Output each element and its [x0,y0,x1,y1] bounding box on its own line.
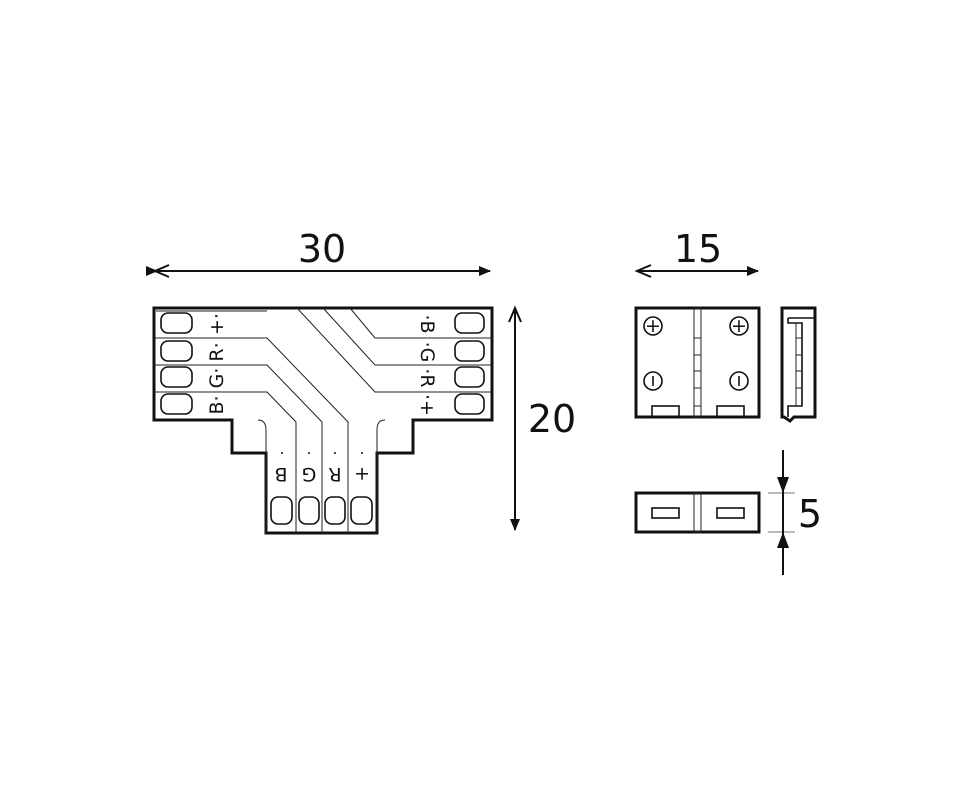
right-label-g: ·G [416,342,438,363]
width-label: 30 [298,227,346,271]
clip-thickness-dimension: 5 [768,450,822,575]
left-label-r: R· [206,342,228,361]
t-connector: +· R· G· B· ·B ·G ·R ·+ B G R + [152,306,494,535]
clip-thickness-label: 5 [798,492,822,536]
right-label-plus: ·+ [416,394,438,416]
height-dimension: 20 [508,305,576,531]
clip-width-dimension: 15 [634,227,759,278]
height-label: 20 [528,397,576,441]
left-label-g: G· [206,368,228,389]
left-label-plus: +· [206,313,228,335]
clip-side-view [780,306,817,423]
right-pads [454,312,485,415]
stem-label-r: R [328,463,341,485]
stem-label-b: B [274,463,287,485]
clip-front-view [634,491,761,534]
stem-label-plus: + [354,463,370,485]
stem-pads [270,496,373,525]
width-dimension: 30 [146,227,491,278]
right-label-b: ·B [416,314,438,333]
right-label-r: ·R [416,368,438,387]
clip-width-label: 15 [674,227,722,271]
plus-icon: + [645,315,661,337]
clip-top-view: + + [634,306,761,419]
plus-icon: + [731,315,747,337]
left-label-b: B· [206,395,228,414]
stem-label-g: G [302,463,317,485]
left-pads [160,312,193,415]
